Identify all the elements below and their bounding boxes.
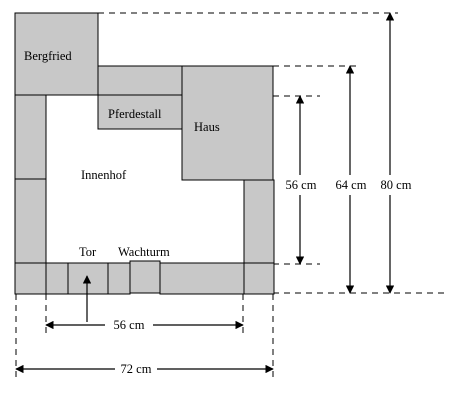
label-height-64: 64 cm bbox=[336, 178, 367, 192]
bottom-wall-segment bbox=[107, 262, 131, 295]
label-pferdestall: Pferdestall bbox=[108, 107, 162, 121]
label-height-80: 80 cm bbox=[381, 178, 412, 192]
label-wachturm: Wachturm bbox=[118, 245, 170, 259]
haus-building bbox=[181, 65, 274, 181]
bottom-wall-right-segment bbox=[159, 262, 245, 295]
label-bergfried: Bergfried bbox=[24, 49, 72, 63]
bergfried-tower bbox=[14, 12, 99, 96]
dimension-lines bbox=[15, 12, 395, 374]
label-haus: Haus bbox=[194, 120, 220, 134]
pferdestall-building bbox=[97, 94, 183, 130]
corner-tower-bottom-left bbox=[14, 262, 47, 295]
label-tor: Tor bbox=[79, 245, 97, 259]
label-inner-width: 56 cm bbox=[114, 318, 145, 332]
label-innenhof: Innenhof bbox=[81, 168, 127, 182]
label-height-56: 56 cm bbox=[286, 178, 317, 192]
dimension-labels: 56 cm 72 cm 56 cm 64 cm 80 cm bbox=[114, 178, 412, 376]
corner-tower-bottom-right bbox=[243, 262, 275, 295]
label-outer-width: 72 cm bbox=[121, 362, 152, 376]
right-wall bbox=[243, 179, 275, 264]
wachturm-tower bbox=[129, 260, 161, 294]
top-wall bbox=[97, 65, 183, 96]
left-wall-lower bbox=[14, 178, 47, 264]
gate-tor bbox=[67, 262, 109, 295]
bottom-wall-left-segment bbox=[45, 262, 69, 295]
building-labels: Bergfried Pferdestall Haus Innenhof Tor … bbox=[24, 49, 220, 259]
walls-and-buildings bbox=[14, 12, 275, 295]
left-wall-upper bbox=[14, 94, 47, 180]
